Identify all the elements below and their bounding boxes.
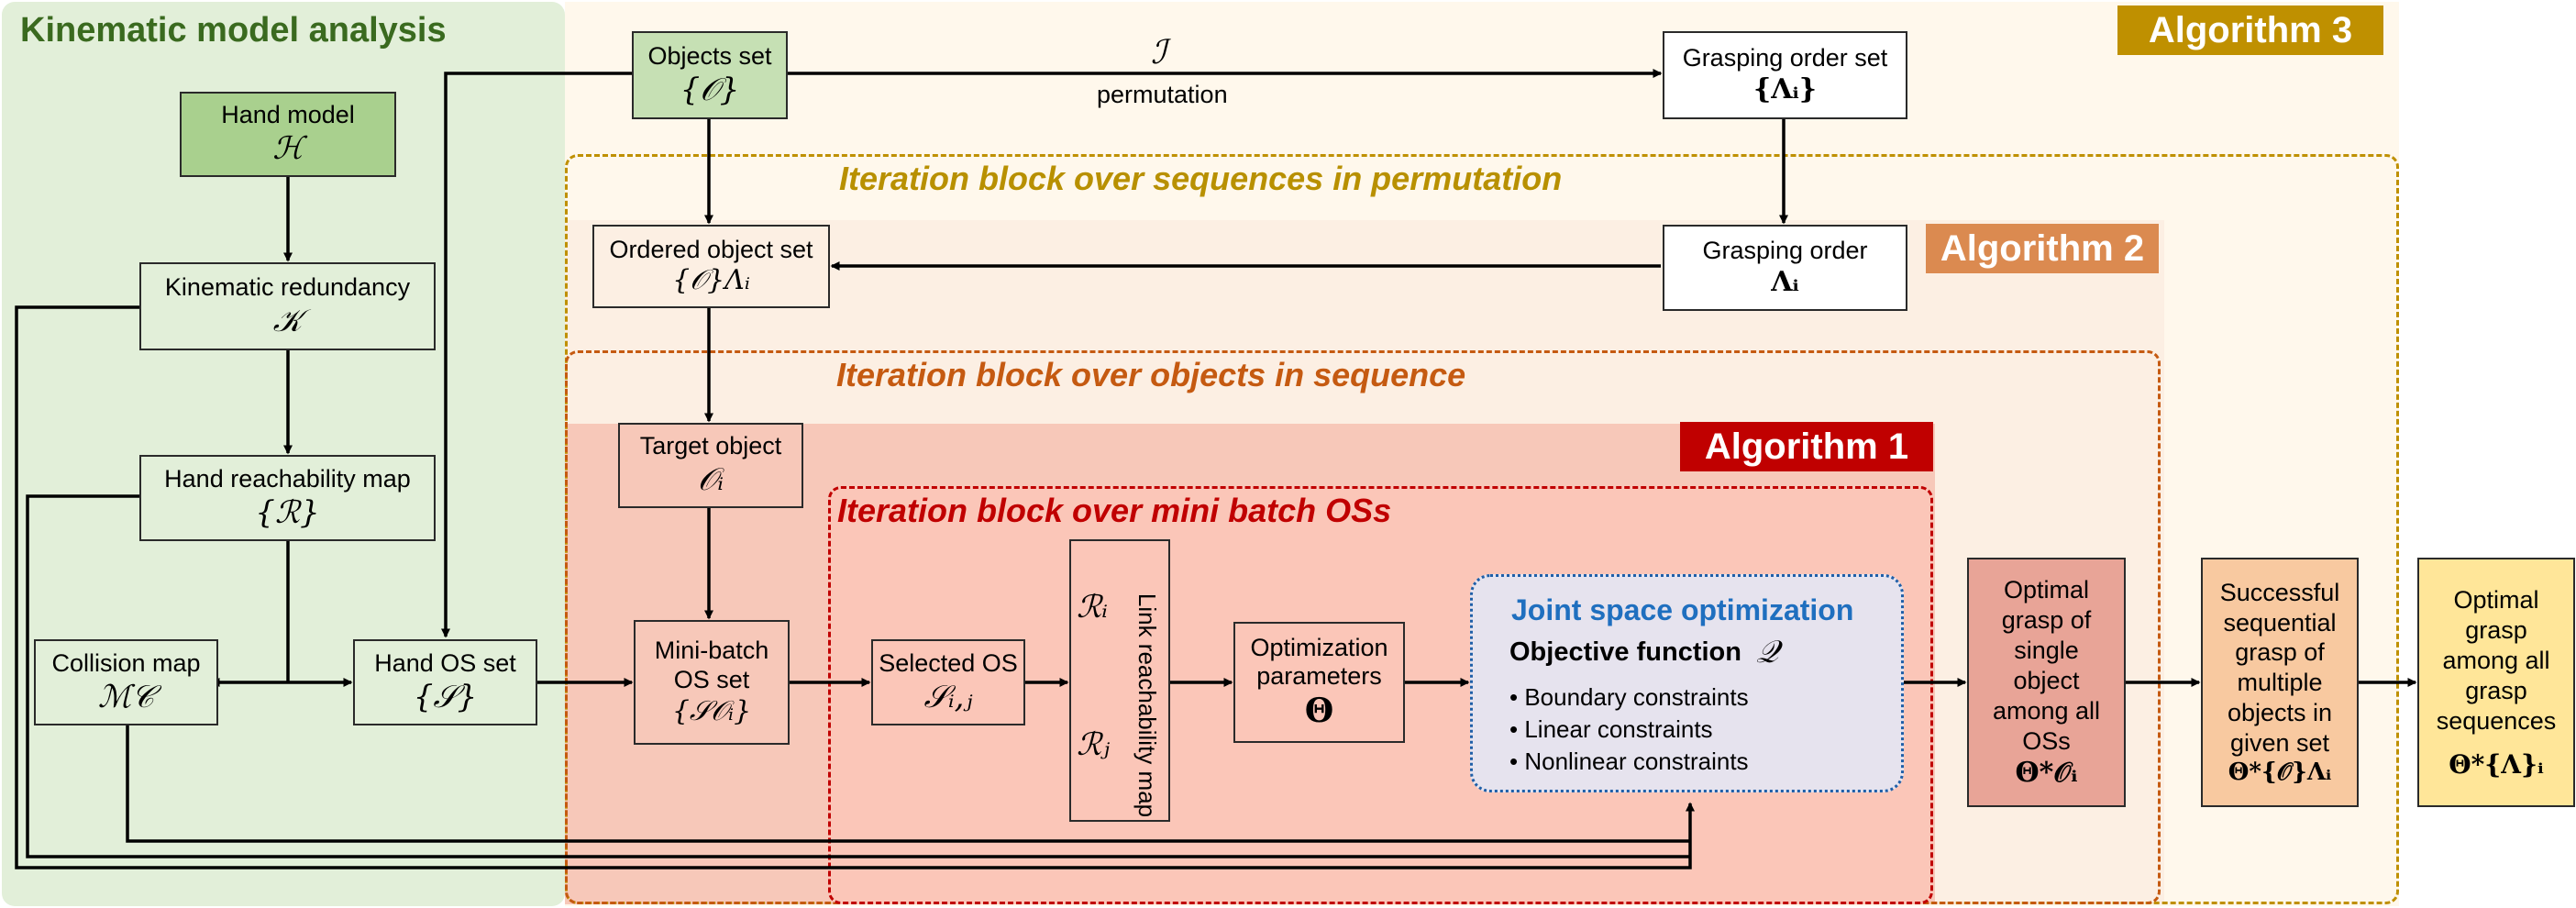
output-line: Optimal — [2003, 576, 2090, 604]
grasping-order-set-label: Grasping order set — [1682, 44, 1888, 72]
opt-params-line1: Optimization — [1250, 633, 1388, 661]
optimization-parameters-node: Optimization parameters Θ — [1233, 622, 1405, 743]
objective-function-label: Objective function — [1509, 637, 1741, 667]
grasping-order-set-symbol: {Λᵢ} — [1752, 72, 1818, 105]
hand-model-symbol: ℋ — [272, 130, 304, 168]
objects-set-label: Objects set — [647, 41, 772, 70]
ordered-object-set-symbol: {𝒪}Λᵢ — [672, 264, 750, 297]
output-single-symbol: Θ*𝒪ᵢ — [2015, 756, 2078, 789]
target-object-node: Target object 𝒪ᵢ — [618, 423, 803, 508]
output-line: multiple — [2237, 669, 2323, 697]
output-line: grasp of — [2235, 638, 2325, 667]
link-reachability-node: ℛᵢ ℛⱼ Link reachability map — [1069, 539, 1170, 822]
hand-os-set-symbol: {𝒮} — [413, 678, 478, 715]
output-line: object — [2013, 667, 2080, 694]
output-line: among all — [2442, 646, 2550, 674]
kinematic-redundancy-node: Kinematic redundancy 𝒦 — [139, 262, 436, 350]
target-object-symbol: 𝒪ᵢ — [697, 461, 724, 499]
algorithm2-label: Algorithm 2 — [1926, 224, 2159, 273]
output-line: among all — [1992, 696, 2101, 725]
mini-batch-node: Mini-batch OS set {𝒮𝒪ᵢ} — [634, 620, 790, 745]
joint-space-title: Joint space optimization — [1511, 593, 1854, 626]
output-sequential-node: Successful sequential grasp of multiple … — [2201, 558, 2359, 807]
grasping-order-symbol: Λᵢ — [1771, 265, 1799, 298]
selected-os-node: Selected OS 𝒮ᵢ,ⱼ — [871, 639, 1025, 725]
joint-space-box: Joint space optimization Objective funct… — [1470, 574, 1904, 792]
mini-batch-line2: OS set — [673, 666, 750, 693]
grasping-order-node: Grasping order Λᵢ — [1663, 225, 1907, 311]
grasping-order-label: Grasping order — [1702, 237, 1868, 265]
output-line: objects in — [2227, 699, 2333, 727]
ordered-object-set-node: Ordered object set {𝒪}Λᵢ — [592, 225, 830, 308]
constraint-item: • Linear constraints — [1509, 715, 1713, 743]
output-sequential-symbol: Θ*{𝒪}Λᵢ — [2228, 759, 2332, 787]
algorithm3-label: Algorithm 3 — [2117, 6, 2383, 55]
collision-map-label: Collision map — [51, 648, 201, 677]
ordered-object-set-label: Ordered object set — [609, 235, 813, 263]
hand-model-label: Hand model — [221, 101, 355, 129]
output-optimal-symbol: Θ*{Λ}ᵢ — [2449, 748, 2544, 780]
objects-set-symbol: {𝒪} — [680, 71, 740, 108]
output-line: OSs — [2022, 726, 2071, 755]
output-line: grasp — [2465, 676, 2527, 704]
objective-function-symbol: 𝒬 — [1755, 634, 1779, 670]
iter-permutation-label: Iteration block over sequences in permut… — [839, 160, 1563, 197]
output-line: single — [2014, 637, 2079, 665]
kinematic-redundancy-symbol: 𝒦 — [272, 302, 303, 339]
grasping-order-set-node: Grasping order set {Λᵢ} — [1663, 31, 1907, 119]
constraint-item: • Nonlinear constraints — [1509, 747, 1749, 775]
hand-os-set-node: Hand OS set {𝒮} — [353, 639, 537, 725]
algorithm1-label: Algorithm 1 — [1680, 422, 1933, 471]
constraint-list: • Boundary constraints • Linear constrai… — [1509, 681, 1749, 778]
constraint-item: • Boundary constraints — [1509, 683, 1749, 711]
hand-os-set-label: Hand OS set — [374, 648, 516, 677]
hand-reachability-label: Hand reachability map — [164, 464, 411, 493]
opt-params-line2: parameters — [1256, 662, 1382, 691]
collision-map-symbol: ℳ𝒞 — [97, 678, 155, 715]
iter-minibatch-label: Iteration block over mini batch OSs — [837, 492, 1392, 529]
output-line: sequential — [2223, 608, 2337, 637]
kinematic-redundancy-label: Kinematic redundancy — [164, 272, 411, 301]
link-reach-symbol-bottom: ℛⱼ — [1077, 726, 1111, 763]
hand-model-node: Hand model ℋ — [180, 92, 396, 177]
objective-function-row: Objective function 𝒬 — [1509, 634, 1778, 671]
objects-set-node: Objects set {𝒪} — [632, 31, 788, 119]
output-line: Optimal — [2453, 585, 2539, 614]
output-line: Successful — [2219, 578, 2340, 606]
hand-reachability-symbol: {ℛ} — [255, 493, 320, 531]
link-reach-symbol-top: ℛᵢ — [1077, 589, 1108, 626]
output-line: grasp — [2465, 615, 2527, 644]
permutation-symbol: ℐ — [1151, 34, 1166, 72]
mini-batch-symbol: {𝒮𝒪ᵢ} — [671, 694, 752, 727]
link-reach-label: Link reachability map — [1133, 592, 1161, 818]
iter-objects-label: Iteration block over objects in sequence — [836, 356, 1466, 393]
target-object-label: Target object — [639, 432, 782, 460]
output-line: given set — [2229, 729, 2330, 758]
opt-params-symbol: Θ — [1304, 692, 1334, 731]
output-optimal-node: Optimal grasp among all grasp sequences … — [2417, 558, 2575, 807]
output-line: grasp of — [2001, 606, 2092, 635]
permutation-label: permutation — [1097, 81, 1228, 108]
hand-reachability-node: Hand reachability map {ℛ} — [139, 455, 436, 541]
mini-batch-line1: Mini-batch — [654, 637, 769, 665]
output-single-object-node: Optimal grasp of single object among all… — [1967, 558, 2126, 807]
output-line: sequences — [2436, 706, 2557, 735]
selected-os-label: Selected OS — [879, 648, 1018, 677]
kinematic-title: Kinematic model analysis — [20, 11, 447, 50]
collision-map-node: Collision map ℳ𝒞 — [34, 639, 218, 725]
selected-os-symbol: 𝒮ᵢ,ⱼ — [923, 678, 973, 715]
